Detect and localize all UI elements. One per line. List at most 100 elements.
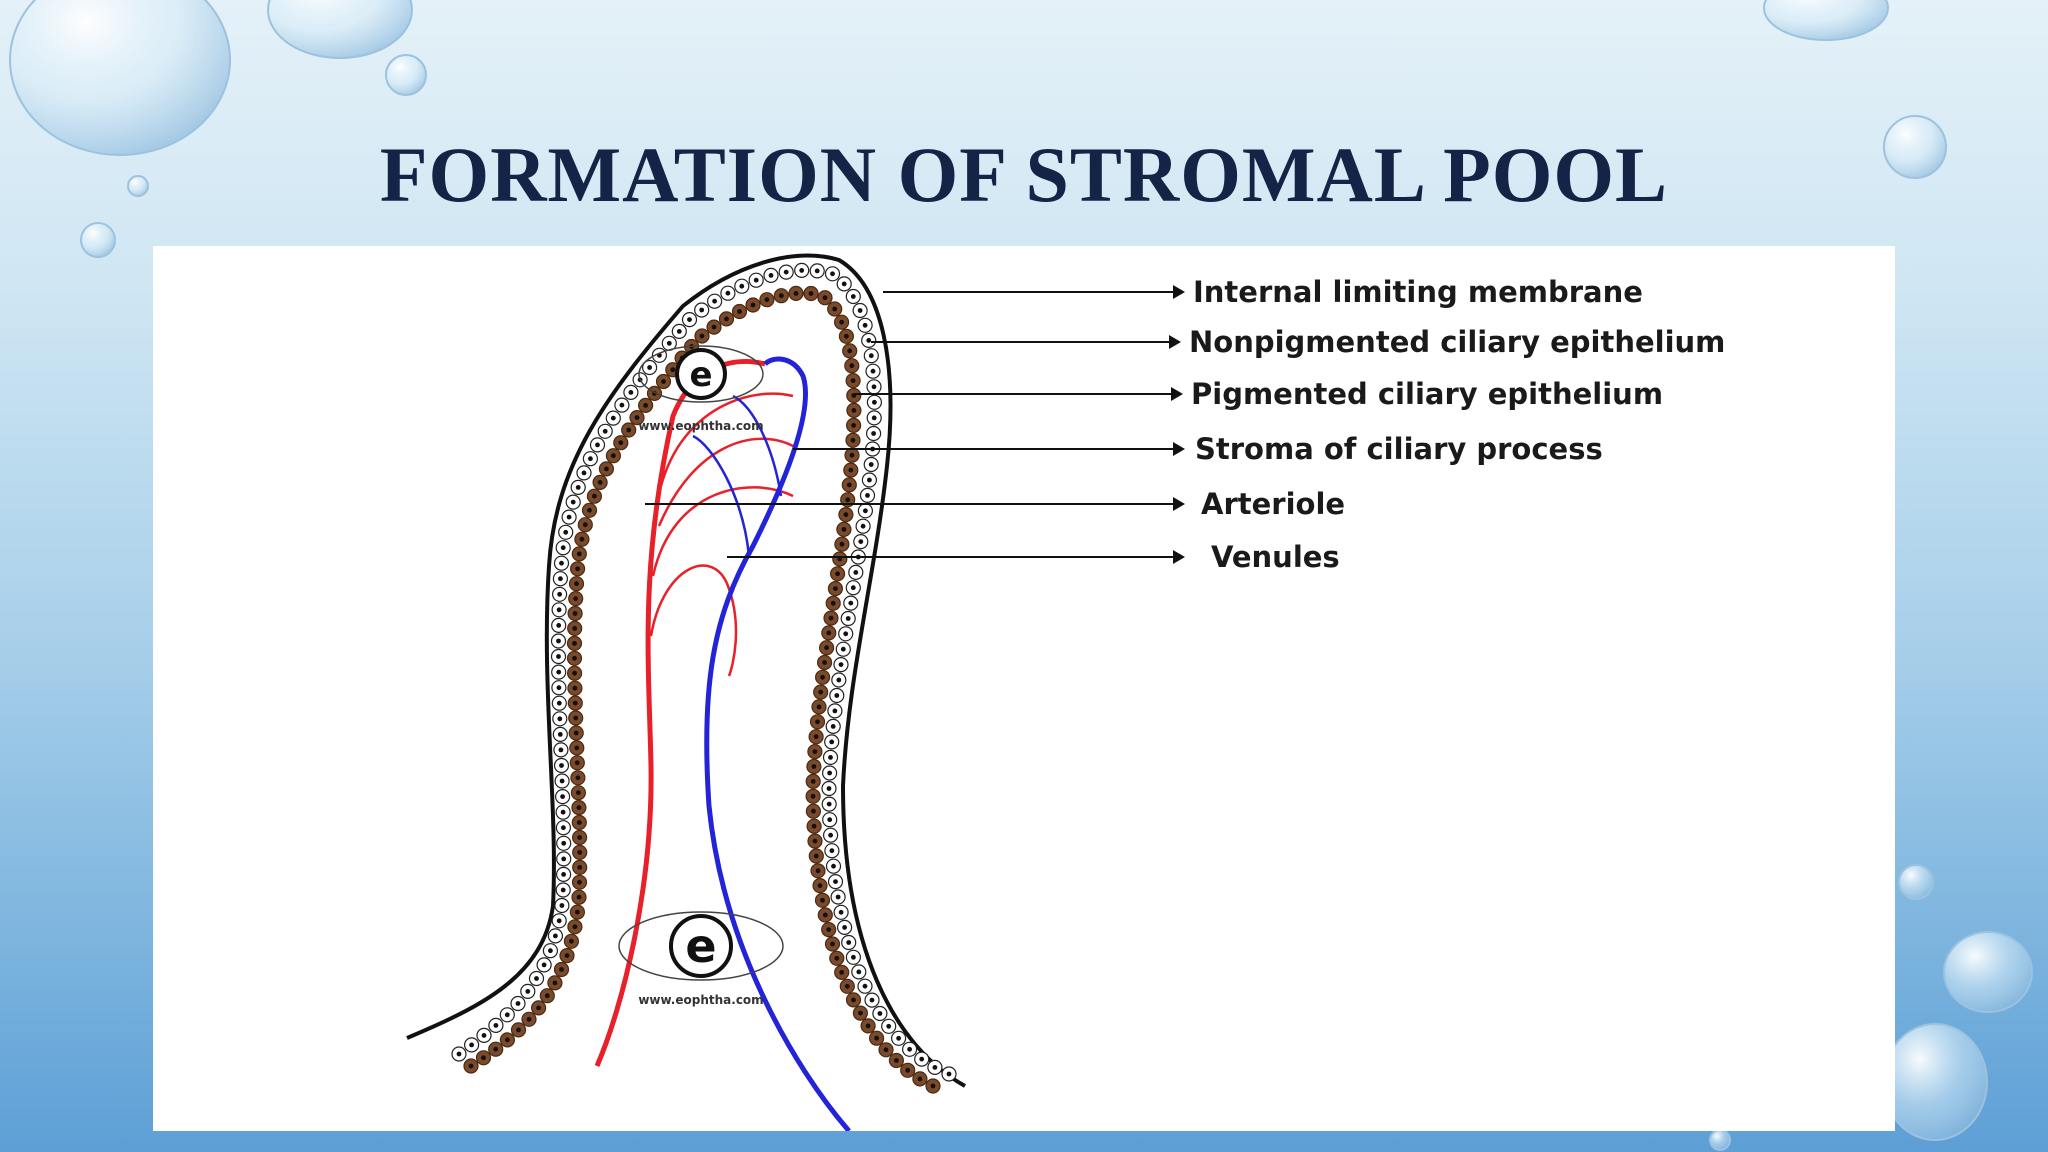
pigmented-cell-nucleus	[820, 674, 825, 680]
pigmented-cell-nucleus	[817, 883, 823, 888]
nonpigmented-cell-nucleus	[725, 290, 731, 296]
nonpigmented-cell-nucleus	[857, 308, 863, 313]
water-drop	[1763, 0, 1889, 41]
pigmented-cell-nucleus	[573, 596, 579, 601]
pigmented-cell-nucleus	[847, 348, 853, 354]
nonpigmented-cell-nucleus	[829, 739, 835, 745]
nonpigmented-cell-nucleus	[867, 477, 872, 483]
pigmented-cell-nucleus	[778, 293, 784, 299]
pigmented-cell-nucleus	[576, 551, 582, 557]
pigmented-cell-nucleus	[574, 581, 579, 587]
nonpigmented-cell-nucleus	[602, 428, 608, 434]
nonpigmented-cell-nucleus	[872, 399, 877, 405]
water-drop	[127, 175, 149, 197]
nonpigmented-cell-nucleus	[561, 872, 566, 877]
water-drop	[1898, 864, 1934, 900]
label-venules: Venules	[1211, 540, 1340, 574]
pigmented-cell-nucleus	[737, 309, 742, 314]
nonpigmented-cell-nucleus	[556, 685, 562, 691]
nonpigmented-cell-nucleus	[834, 693, 840, 698]
nonpigmented-cell-nucleus	[575, 485, 581, 490]
nonpigmented-cell-nucleus	[556, 669, 562, 675]
nonpigmented-cell-nucleus	[826, 786, 832, 791]
pigmented-cell-nucleus	[811, 823, 817, 829]
leader-venules	[727, 550, 1185, 564]
pigmented-cell-nucleus	[575, 909, 580, 915]
pigmented-cell-nucleus	[822, 295, 828, 301]
nonpigmented-cell-nucleus	[836, 677, 842, 683]
pigmented-cell-nucleus	[573, 715, 579, 721]
pigmented-cell-nucleus	[604, 466, 609, 472]
pigmented-cell-nucleus	[818, 689, 824, 695]
pigmented-cell-nucleus	[544, 993, 550, 999]
nonpigmented-cell-nucleus	[561, 840, 567, 846]
nonpigmented-cell-nucleus	[850, 585, 856, 591]
ciliary-process-diagram: e www.eophtha.com e www.eophtha.com Inte…	[406, 253, 1725, 1131]
nonpigmented-cell-nucleus	[541, 962, 547, 968]
nonpigmented-cell-nucleus	[560, 794, 565, 799]
nonpigmented-cell-nucleus	[557, 732, 563, 737]
nonpigmented-cell-nucleus	[588, 456, 593, 462]
nonpigmented-cell-nucleus	[838, 909, 844, 915]
pigmented-cell-nucleus	[468, 1063, 474, 1069]
water-drop	[385, 54, 427, 96]
nonpigmented-cell-nucleus	[619, 402, 625, 408]
nonpigmented-cell-nucleus	[556, 623, 562, 628]
arteriole-branch	[657, 437, 794, 527]
nonpigmented-cell-nucleus	[561, 825, 566, 831]
internal-limiting-membrane	[406, 253, 966, 1088]
water-drop	[1943, 931, 2033, 1013]
label-stroma-of-ciliary-process: Stroma of ciliary process	[1195, 432, 1603, 466]
pigmented-cell-nucleus	[834, 955, 840, 961]
nonpigmented-cell-nucleus	[868, 462, 874, 467]
nonpigmented-cell-nucleus	[919, 1056, 925, 1062]
leader-pigmented-ciliary-epithelium	[855, 387, 1183, 401]
nonpigmented-cell-nucleus	[699, 307, 705, 313]
pigmented-cell-nucleus	[813, 853, 819, 859]
watermark-url: www.eophtha.com	[638, 993, 763, 1007]
water-drop	[1883, 115, 1947, 179]
pigmented-cell-nucleus	[634, 415, 640, 420]
nonpigmented-cell-nucleus	[835, 894, 841, 900]
nonpigmented-cell-nucleus	[504, 1012, 510, 1018]
pigmented-cell-nucleus	[851, 408, 857, 413]
nonpigmented-cell-nucleus	[515, 1001, 521, 1006]
nonpigmented-cell-nucleus	[556, 654, 561, 659]
nonpigmented-cell-nucleus	[556, 700, 562, 706]
pigmented-cell-nucleus	[826, 630, 832, 636]
pigmented-cell-nucleus	[816, 704, 822, 710]
nonpigmented-cell-nucleus	[866, 338, 872, 343]
pigmented-cell-nucleus	[851, 423, 856, 428]
nonpigmented-cell-nucleus	[676, 329, 682, 334]
pigmented-cell-nucleus	[750, 302, 756, 308]
pigmented-cell-nucleus	[618, 440, 624, 446]
nonpigmented-cell-nucleus	[841, 281, 847, 287]
venule-main	[704, 356, 851, 1131]
pigmented-cell-nucleus	[661, 379, 666, 384]
pigmented-cell-nucleus	[822, 912, 828, 918]
slide-title: FORMATION OF STROMAL POOL	[379, 131, 1669, 218]
nonpigmented-cell-nucleus	[840, 646, 846, 652]
pigmented-cell-nucleus	[833, 586, 838, 591]
nonpigmented-cell-nucleus	[851, 954, 856, 960]
pigmented-cell-nucleus	[894, 1058, 899, 1063]
pigmented-cell-nucleus	[564, 953, 570, 958]
nonpigmented-cell-nucleus	[595, 442, 600, 448]
pigmented-cell-nucleus	[824, 645, 829, 651]
water-drop	[1882, 1023, 1988, 1141]
nonpigmented-cell-nucleus	[868, 353, 874, 359]
nonpigmented-cell-nucleus	[830, 724, 836, 729]
pigmented-cell-nucleus	[820, 897, 825, 903]
leader-arteriole	[645, 497, 1185, 511]
label-nonpigmented-ciliary-epithelium: Nonpigmented ciliary epithelium	[1189, 325, 1725, 359]
nonpigmented-cell-nucleus	[858, 539, 864, 544]
nonpigmented-cell-nucleus	[553, 933, 558, 939]
pigmented-cell-nucleus	[815, 868, 821, 874]
pigmented-cell-nucleus	[536, 1005, 541, 1011]
pigmented-cell-nucleus	[883, 1047, 889, 1053]
label-arteriole: Arteriole	[1201, 487, 1345, 521]
pigmented-cell-nucleus	[577, 879, 582, 885]
pigmented-cell-nucleus	[572, 641, 577, 646]
water-drop	[9, 0, 231, 156]
pigmented-cell-nucleus	[830, 941, 835, 947]
